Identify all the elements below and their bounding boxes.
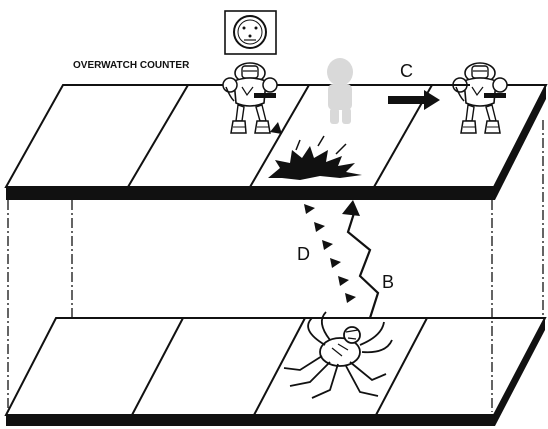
label-d: D <box>297 244 310 264</box>
fire-line-d <box>304 204 356 303</box>
lower-floor-edge <box>6 414 495 426</box>
overwatch-counter-icon <box>225 11 276 54</box>
label-c: C <box>400 61 413 81</box>
upper-floor <box>6 85 546 200</box>
upper-floor-edge <box>6 186 495 200</box>
label-b: B <box>382 272 394 292</box>
overwatch-counter-caption: OVERWATCH COUNTER <box>73 60 190 71</box>
lower-floor <box>6 318 545 426</box>
lower-floor-top <box>6 318 545 415</box>
